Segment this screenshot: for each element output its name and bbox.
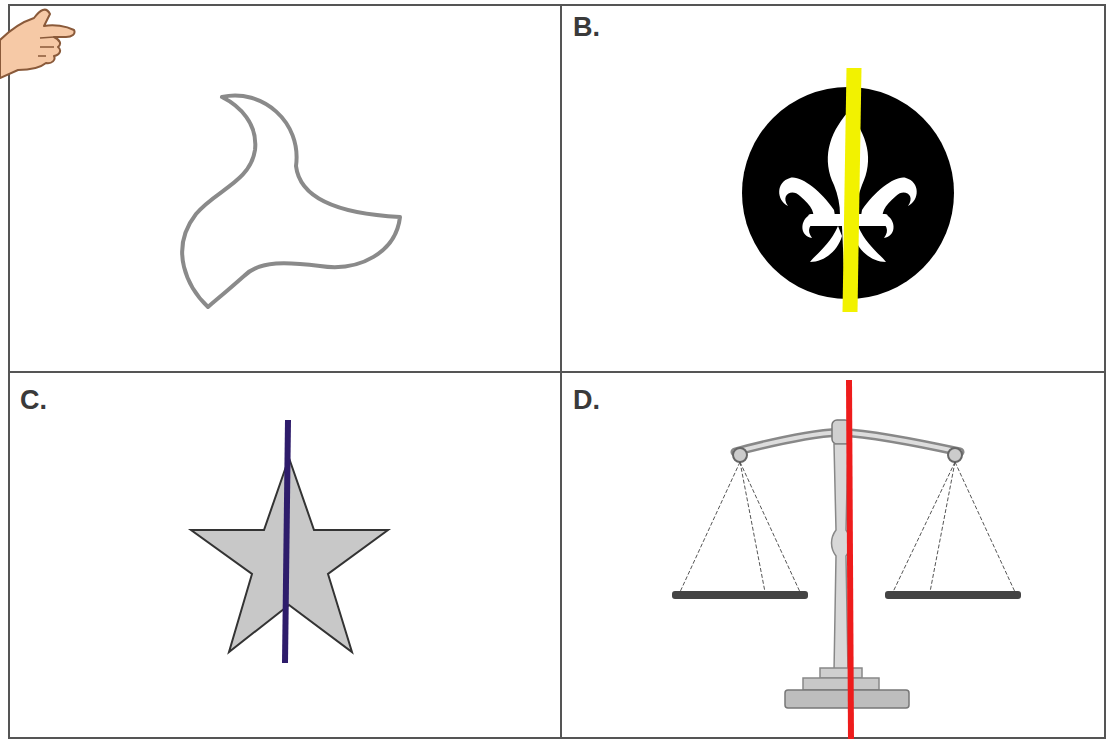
symmetry-line: [850, 68, 854, 312]
triskelion-shape: [182, 96, 400, 307]
symmetry-line: [285, 420, 288, 663]
symmetry-line: [849, 380, 851, 739]
panel-letter: D.: [571, 385, 602, 416]
panel-letter: C.: [18, 385, 49, 416]
panel-letter: B.: [571, 12, 602, 43]
grid-frame: [9, 5, 1105, 738]
hand-icon: [0, 10, 75, 78]
